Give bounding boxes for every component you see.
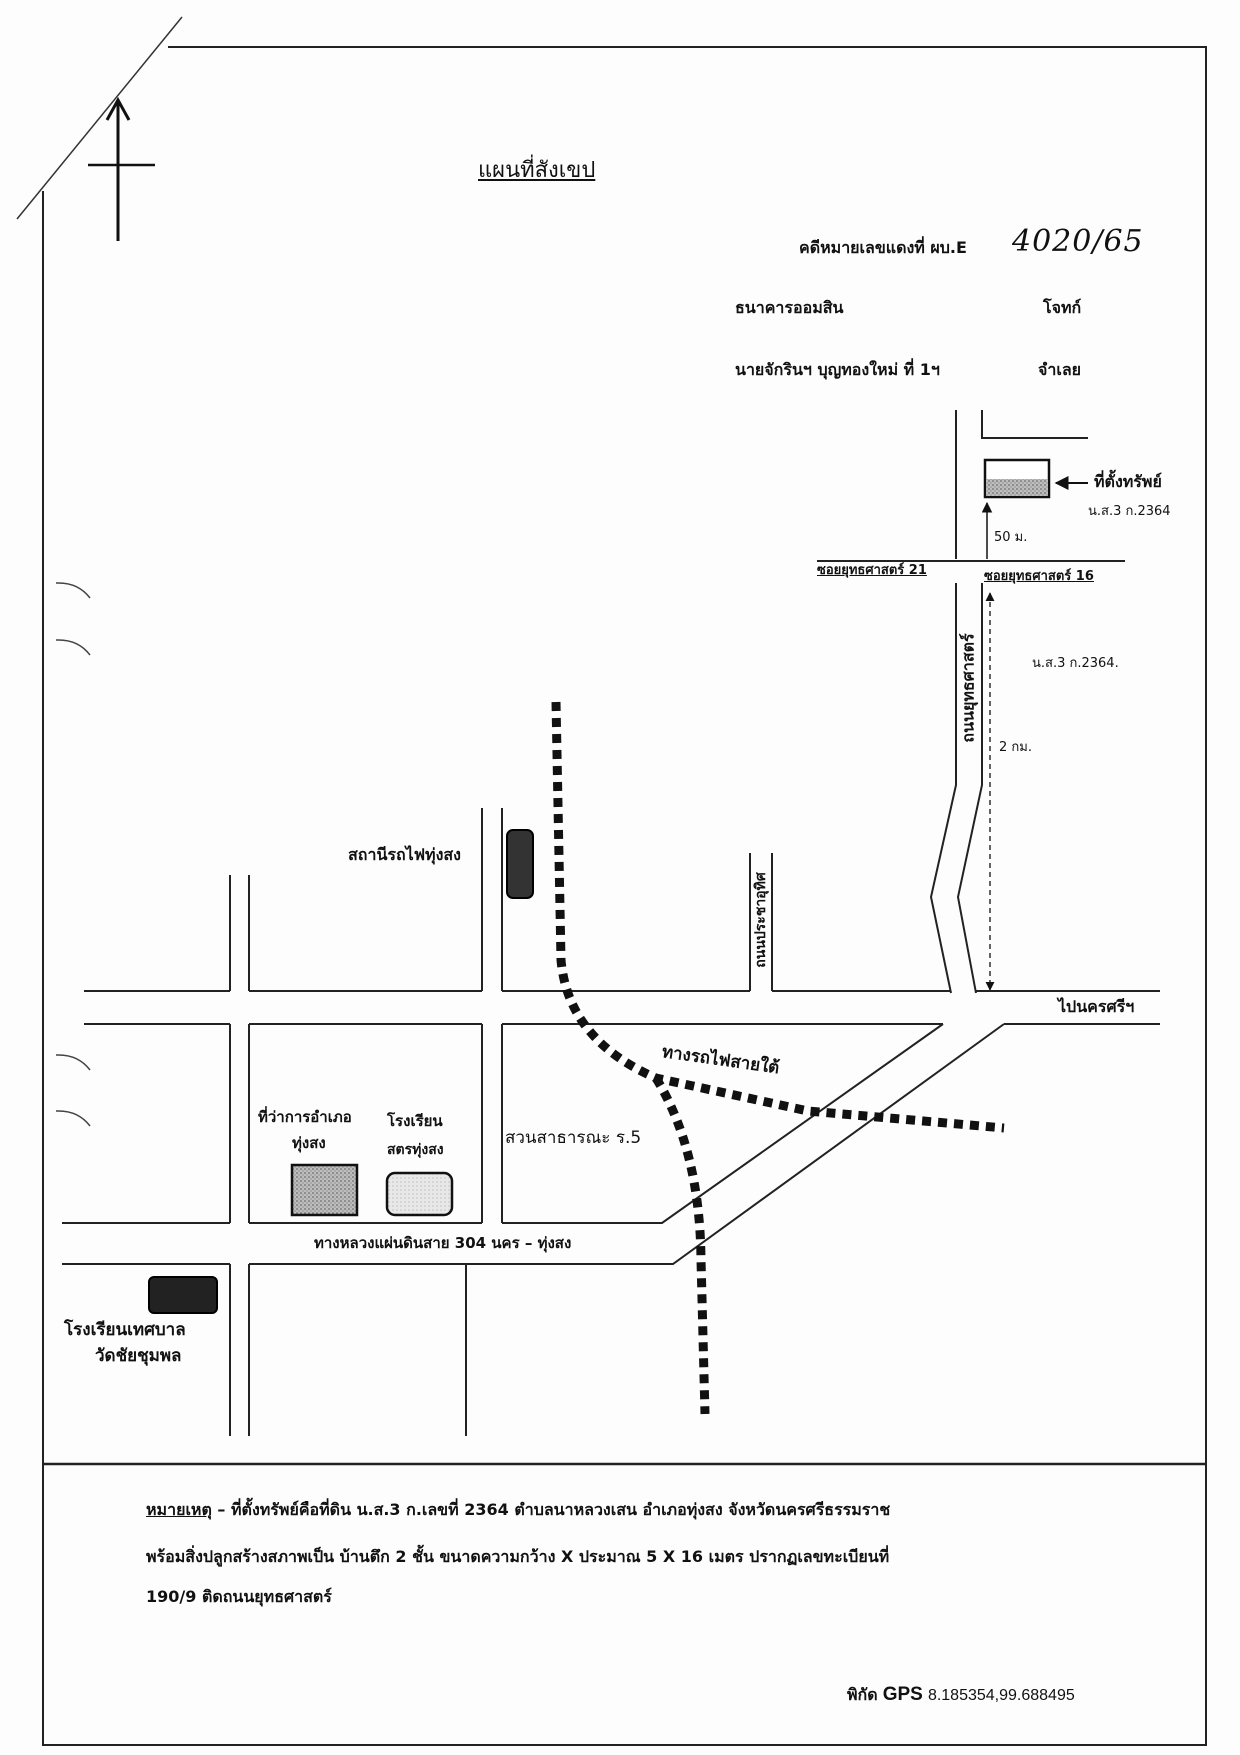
train-station-marker: [506, 829, 534, 899]
yutthasat-road-right-edge: [956, 583, 983, 994]
municipal-school-label: โรงเรียนเทศบาล: [64, 1320, 186, 1340]
railway-branch-line: [652, 1075, 710, 1415]
girls-school-label-line2: สตรทุ่งสง: [387, 1142, 444, 1158]
punch-mark: [55, 582, 91, 599]
punch-mark: [55, 639, 91, 656]
plaintiff-name: ธนาคารออมสิน: [735, 298, 844, 317]
municipal-school-label-line2: วัดชัยชุมพล: [95, 1346, 182, 1366]
gps-value: 8.185354,99.688495: [927, 1687, 1075, 1704]
side-streets: [229, 808, 503, 1436]
north-arrow-icon: [88, 96, 155, 241]
district-office-label: ที่ว่าการอำเภอ: [258, 1108, 352, 1126]
yutthasat-road-left-edge: [929, 583, 957, 994]
punch-mark: [55, 1054, 91, 1071]
girls-school-label: โรงเรียน: [387, 1112, 443, 1130]
folded-corner-line: [16, 16, 183, 220]
main-road: [84, 990, 1160, 1025]
defendant-name: นายจักรินฯ บุญทองใหม่ ที่ 1ฯ: [735, 360, 940, 379]
pracha-uthit-road-label: ถนนประชาอุทิศ: [753, 872, 769, 968]
gps-coordinates: พิกัด GPS 8.185354,99.688495: [847, 1684, 1075, 1707]
property-building-fill: [986, 479, 1048, 496]
property-deed-label: น.ส.3 ก.2364: [1088, 504, 1171, 519]
girls-school-marker: [385, 1171, 454, 1217]
southern-railway-line: [551, 701, 1005, 1133]
distance-50m-label: 50 ม.: [994, 530, 1028, 545]
municipal-school-marker: [148, 1276, 218, 1314]
deed-along-road-label: น.ส.3 ก.2364.: [1032, 656, 1119, 671]
train-station-label: สถานีรถไฟทุ่งสง: [348, 845, 461, 864]
district-office-marker: [290, 1163, 359, 1217]
page-border: [42, 46, 1207, 1746]
note-label: หมายเหตุ: [146, 1500, 212, 1519]
highway-304: [62, 1023, 1005, 1265]
soi-16-label: ซอยยุทธศาสตร์ 16: [984, 569, 1094, 584]
to-nakhon-label: ไปนครศรีฯ: [1058, 997, 1135, 1016]
plaintiff-role: โจทก์: [1043, 298, 1082, 317]
property-lane-edge: [981, 410, 1088, 439]
case-number-label: คดีหมายเลขแดงที่ ผบ.E: [799, 238, 967, 257]
soi-21-label: ซอยยุทธศาสตร์ 21: [817, 563, 927, 578]
page-title: แผนที่สังเขป: [478, 158, 596, 183]
note-text-1: – ที่ตั้งทรัพย์คือที่ดิน น.ส.3 ก.เลขที่ …: [211, 1500, 891, 1519]
defendant-role: จำเลย: [1038, 360, 1082, 379]
note-line-1: หมายเหตุ – ที่ตั้งทรัพย์คือที่ดิน น.ส.3 …: [146, 1500, 890, 1519]
property-label: ที่ตั้งทรัพย์: [1094, 472, 1162, 491]
gps-system: GPS: [882, 1684, 923, 1705]
gps-label: พิกัด: [847, 1685, 878, 1704]
highway-label: ทางหลวงแผ่นดินสาย 304 นคร – ทุ่งสง: [314, 1234, 572, 1252]
park-label: สวนสาธารณะ ร.5: [505, 1128, 642, 1148]
case-number-handwritten: 4020/65: [1012, 224, 1144, 259]
yutthasat-road-label: ถนนยุทธศาสตร์: [958, 633, 978, 743]
pracha-uthit-road: [749, 853, 773, 991]
note-line-3: 190/9 ติดถนนยุทธศาสตร์: [146, 1587, 332, 1606]
punch-mark: [55, 1110, 91, 1127]
district-office-label-line2: ทุ่งสง: [292, 1134, 326, 1152]
note-line-2: พร้อมสิ่งปลูกสร้างสภาพเป็น บ้านตึก 2 ชั้…: [146, 1547, 890, 1566]
distance-2km-label: 2 กม.: [999, 740, 1032, 755]
